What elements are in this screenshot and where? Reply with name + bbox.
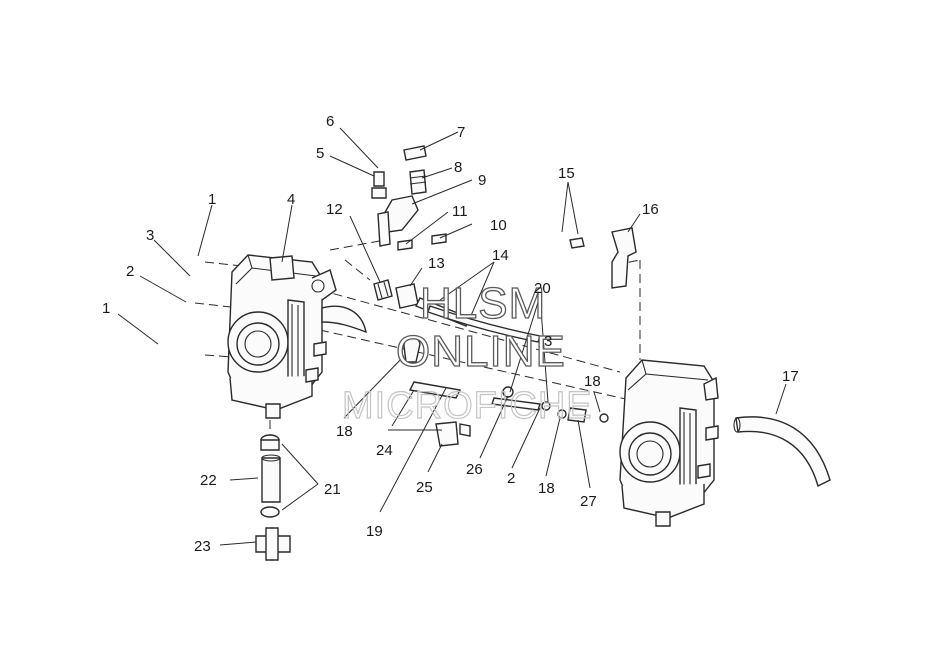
- callout-1: 1: [208, 191, 216, 208]
- bracket-16: [569, 227, 637, 289]
- callout-21: 21: [324, 481, 341, 498]
- callout-17: 17: [782, 368, 799, 385]
- right-carburetor: [619, 359, 719, 527]
- callout-labels: 1 1 2 2 3 3 4 5 6 7 8 9 10 11 12 13 14 1…: [102, 113, 799, 555]
- throttle-linkage: [371, 145, 447, 251]
- callout-22: 22: [200, 472, 217, 489]
- callout-23: 23: [194, 538, 211, 555]
- callout-18: 18: [584, 373, 601, 390]
- callout-15: 15: [558, 165, 575, 182]
- watermark-line-3: MICROFICHE: [342, 385, 593, 427]
- callout-13: 13: [428, 255, 445, 272]
- callout-19: 19: [366, 523, 383, 540]
- callout-2: 2: [507, 470, 515, 487]
- callout-12: 12: [326, 201, 343, 218]
- callout-16: 16: [642, 201, 659, 218]
- callout-10: 10: [490, 217, 507, 234]
- callout-7: 7: [457, 124, 465, 141]
- watermark-line-1: HLSM: [420, 279, 546, 328]
- hose-17: [733, 416, 831, 488]
- callout-18: 18: [336, 423, 353, 440]
- callout-4: 4: [287, 191, 295, 208]
- callout-1: 1: [102, 300, 110, 317]
- callout-25: 25: [416, 479, 433, 496]
- callout-24: 24: [376, 442, 393, 459]
- callout-3: 3: [544, 333, 552, 350]
- callout-6: 6: [326, 113, 334, 130]
- callout-20: 20: [534, 280, 551, 297]
- watermark: HLSM ONLINE MICROFICHE: [341, 278, 593, 427]
- callout-14: 14: [492, 247, 509, 264]
- callout-5: 5: [316, 145, 324, 162]
- watermark-line-2: ONLINE: [396, 327, 566, 376]
- callout-3: 3: [146, 227, 154, 244]
- throttle-shaft-parts: [373, 279, 541, 343]
- callout-8: 8: [454, 159, 462, 176]
- callout-9: 9: [478, 172, 486, 189]
- callout-26: 26: [466, 461, 483, 478]
- drain-hose-assembly: [255, 434, 291, 561]
- leader-lines: [117, 127, 787, 546]
- callout-27: 27: [580, 493, 597, 510]
- synchro-rod-assembly: [403, 336, 609, 447]
- callout-18: 18: [538, 480, 555, 497]
- callout-2: 2: [126, 263, 134, 280]
- callout-11: 11: [452, 203, 468, 220]
- left-carburetor: [227, 254, 367, 419]
